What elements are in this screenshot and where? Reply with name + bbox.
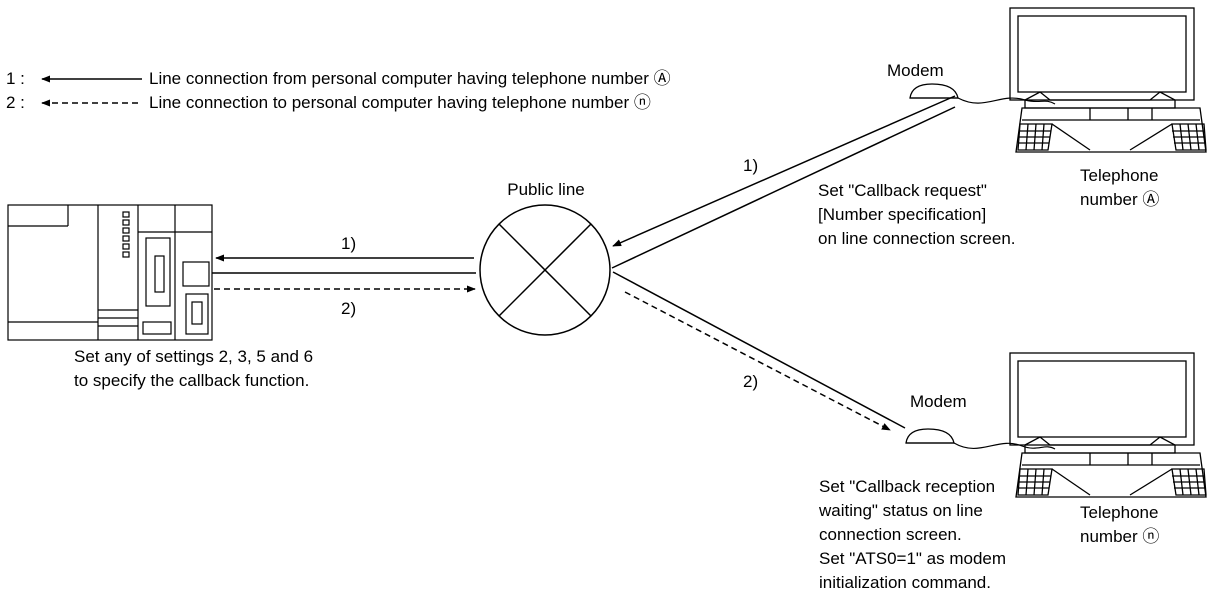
bottom-note-line-2: waiting" status on line (819, 501, 983, 520)
bottom-note-line-1: Set "Callback reception (819, 477, 996, 496)
bottom-line-2 (624, 291, 891, 431)
bottom-modem-label: Modem (910, 392, 967, 411)
legend-text-2: Line connection to personal computer hav… (149, 93, 651, 112)
plc-path-label-2: 2) (341, 299, 357, 318)
top-phone-label-2: number Ⓐ (1080, 190, 1160, 209)
plc-unit-icon (7, 204, 213, 341)
top-modem-label: Modem (887, 61, 944, 80)
public-line-label: Public line (507, 180, 585, 199)
plc-note-line-1: Set any of settings 2, 3, 5 and 6 (74, 347, 314, 366)
top-line-1 (612, 95, 956, 247)
bottom-note-line-5: initialization command. (819, 573, 991, 592)
modem-icon (909, 83, 959, 99)
top-path-label-1: 1) (743, 156, 759, 175)
legend-num-2: 2 : (6, 93, 25, 112)
top-note-line-1: Set "Callback request" (818, 181, 987, 200)
top-phone-label-1: Telephone (1080, 166, 1159, 185)
bottom-note-line-4: Set "ATS0=1" as modem (819, 549, 1007, 568)
bottom-phone-label-2: number ⓝ (1080, 527, 1160, 546)
plc-path-label-1: 1) (341, 234, 357, 253)
top-modem-cable (957, 97, 1056, 105)
bottom-phone-label-1: Telephone (1080, 503, 1159, 522)
top-note-line-3: on line connection screen. (818, 229, 1016, 248)
personal-computer-icon (1009, 7, 1207, 153)
bottom-path-label-2: 2) (743, 372, 759, 391)
top-note-line-2: [Number specification] (818, 205, 987, 224)
modem-icon (905, 428, 955, 444)
legend-num-1: 1 : (6, 69, 25, 88)
legend-text-1: Line connection from personal computer h… (149, 69, 671, 88)
top-line-body (611, 106, 956, 269)
public-line-icon (479, 204, 611, 336)
bottom-note-line-3: connection screen. (819, 525, 962, 544)
personal-computer-icon (1009, 352, 1207, 498)
bottom-line-body (612, 271, 906, 429)
bottom-modem-cable (953, 442, 1056, 450)
plc-note-line-2: to specify the callback function. (74, 371, 310, 390)
